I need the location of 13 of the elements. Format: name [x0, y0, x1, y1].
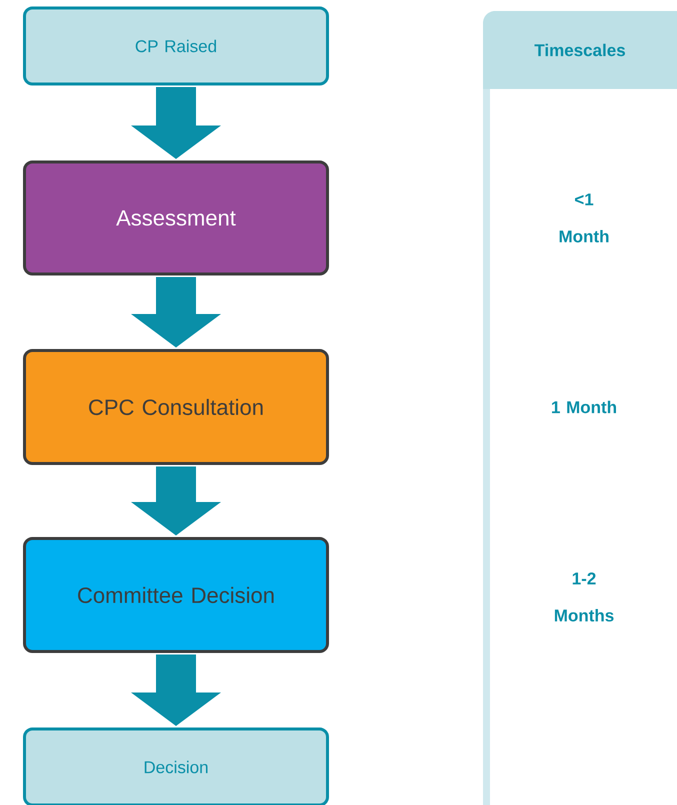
timescale-label: 1-2 Months	[554, 572, 614, 622]
timescale-label: <1 Month	[560, 194, 608, 242]
process-box: CP Raised	[23, 6, 329, 86]
arrow	[131, 87, 221, 159]
header-tab: Timescales	[483, 11, 677, 89]
arrow	[131, 654, 221, 726]
process-box: Committee Decision	[23, 537, 329, 653]
timescale-label: 1 Month	[552, 400, 616, 414]
arrow	[131, 277, 221, 348]
process-box: Decision	[23, 728, 329, 805]
arrow	[131, 466, 221, 536]
process-box: CPC Consultation	[23, 349, 329, 465]
process-box: Assessment	[23, 160, 329, 276]
